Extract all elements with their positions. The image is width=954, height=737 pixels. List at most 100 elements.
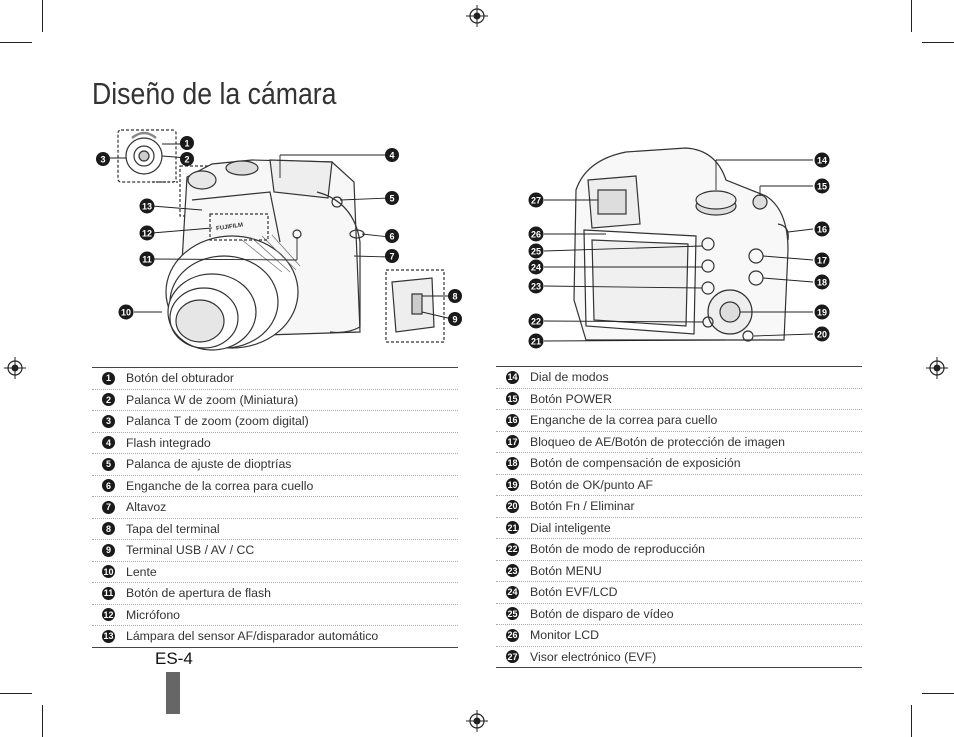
legend-number: 26: [506, 628, 519, 642]
svg-text:22: 22: [531, 317, 541, 327]
svg-text:14: 14: [817, 156, 827, 166]
legend-label: Dial inteligente: [530, 520, 611, 535]
svg-text:27: 27: [531, 196, 541, 206]
legend-row: 13 Lámpara del sensor AF/disparador autom…: [92, 626, 458, 647]
svg-text:4: 4: [389, 151, 394, 161]
legend-number: 13: [102, 629, 115, 643]
legend-label: Enganche de la correa para cuello: [126, 478, 314, 493]
legend-number: 19: [506, 478, 519, 492]
legend-row: 10 Lente: [92, 562, 458, 583]
legend-row: 15 Botón POWER: [496, 389, 862, 410]
legend-label: Micrófono: [126, 607, 180, 622]
legend-label: Tapa del terminal: [126, 521, 220, 536]
legend-number: 11: [102, 586, 115, 600]
svg-text:24: 24: [531, 263, 541, 273]
legend-label: Botón de apertura de flash: [126, 586, 271, 601]
legend-label: Palanca W de zoom (Miniatura): [126, 392, 299, 407]
svg-text:18: 18: [817, 278, 827, 288]
brand-logo-text: FUJIFILM: [216, 222, 244, 232]
legend-number: 15: [506, 392, 519, 406]
legend-label: Botón de compensación de exposición: [530, 456, 741, 471]
rear-parts-legend: 14 Dial de modos 15 Botón POWER 16 Enganche…: [496, 366, 862, 668]
svg-text:20: 20: [817, 330, 827, 340]
legend-number: 27: [506, 650, 519, 664]
svg-text:19: 19: [817, 308, 827, 318]
legend-number: 7: [102, 500, 115, 514]
registration-mark-right-icon: [926, 357, 948, 379]
legend-label: Botón EVF/LCD: [530, 585, 618, 600]
svg-text:3: 3: [100, 155, 105, 165]
legend-number: 16: [506, 413, 519, 427]
legend-row: 19 Botón de OK/punto AF: [496, 475, 862, 496]
legend-row: 21 Dial inteligente: [496, 518, 862, 539]
svg-text:6: 6: [389, 232, 394, 242]
legend-number: 8: [102, 522, 115, 536]
legend-row: 16 Enganche de la correa para cuello: [496, 410, 862, 432]
legend-number: 9: [102, 543, 115, 557]
rear-callout-markers: 14 15 16 17 18 19 20 21 22 23 24 25 26 2…: [528, 152, 830, 349]
svg-text:5: 5: [389, 194, 394, 204]
svg-text:25: 25: [531, 247, 541, 257]
legend-label: Botón de modo de reproducción: [530, 542, 706, 557]
legend-number: 17: [506, 435, 519, 449]
legend-number: 10: [102, 565, 115, 579]
front-parts-legend: 1 Botón del obturador 2 Palanca W de zoom …: [92, 367, 458, 648]
svg-text:8: 8: [452, 292, 457, 302]
legend-row: 2 Palanca W de zoom (Miniatura): [92, 390, 458, 411]
registration-mark-left-icon: [4, 357, 26, 379]
svg-text:7: 7: [389, 252, 394, 262]
legend-row: 1 Botón del obturador: [92, 368, 458, 390]
legend-label: Lámpara del sensor AF/disparador automát…: [126, 629, 379, 644]
legend-number: 1: [102, 371, 115, 385]
svg-text:9: 9: [452, 315, 457, 325]
crop-mark-bl-v: [42, 705, 43, 737]
legend-label: Botón de OK/punto AF: [530, 477, 654, 492]
legend-row: 4 Flash integrado: [92, 433, 458, 454]
legend-row: 14 Dial de modos: [496, 367, 862, 389]
page-number: ES-4: [155, 649, 193, 668]
svg-text:10: 10: [121, 308, 131, 318]
svg-text:17: 17: [817, 256, 827, 266]
page-title: Diseño de la cámara: [92, 76, 337, 111]
crop-mark-tr-v: [911, 0, 912, 32]
svg-text:16: 16: [817, 225, 827, 235]
legend-number: 14: [506, 370, 519, 384]
legend-label: Botón del obturador: [126, 371, 235, 386]
legend-number: 4: [102, 436, 115, 450]
legend-label: Palanca de ajuste de dioptrías: [126, 457, 292, 472]
legend-number: 2: [102, 393, 115, 407]
legend-number: 20: [506, 499, 519, 513]
legend-row: 22 Botón de modo de reproducción: [496, 539, 862, 561]
legend-label: Altavoz: [126, 500, 167, 515]
legend-label: Enganche de la correa para cuello: [530, 413, 718, 428]
crop-mark-tr-h: [922, 42, 954, 43]
front-callout-markers: 1 2 3 4 5 6 7 8 9 10 11 12 13: [96, 136, 462, 326]
svg-text:1: 1: [184, 139, 189, 149]
legend-number: 21: [506, 521, 519, 535]
crop-mark-br-v: [911, 705, 912, 737]
svg-text:15: 15: [817, 182, 827, 192]
legend-label: Botón POWER: [530, 391, 613, 406]
legend-label: Flash integrado: [126, 435, 211, 450]
svg-text:11: 11: [142, 255, 152, 265]
svg-text:2: 2: [184, 155, 189, 165]
legend-number: 22: [506, 542, 519, 556]
legend-label: Lente: [126, 564, 157, 579]
crop-mark-tl-h: [0, 42, 32, 43]
legend-label: Dial de modos: [530, 370, 609, 385]
crop-mark-br-h: [922, 693, 954, 694]
legend-label: Palanca T de zoom (zoom digital): [126, 414, 309, 429]
crop-mark-tl-v: [42, 0, 43, 32]
registration-mark-bottom-icon: [466, 710, 488, 732]
